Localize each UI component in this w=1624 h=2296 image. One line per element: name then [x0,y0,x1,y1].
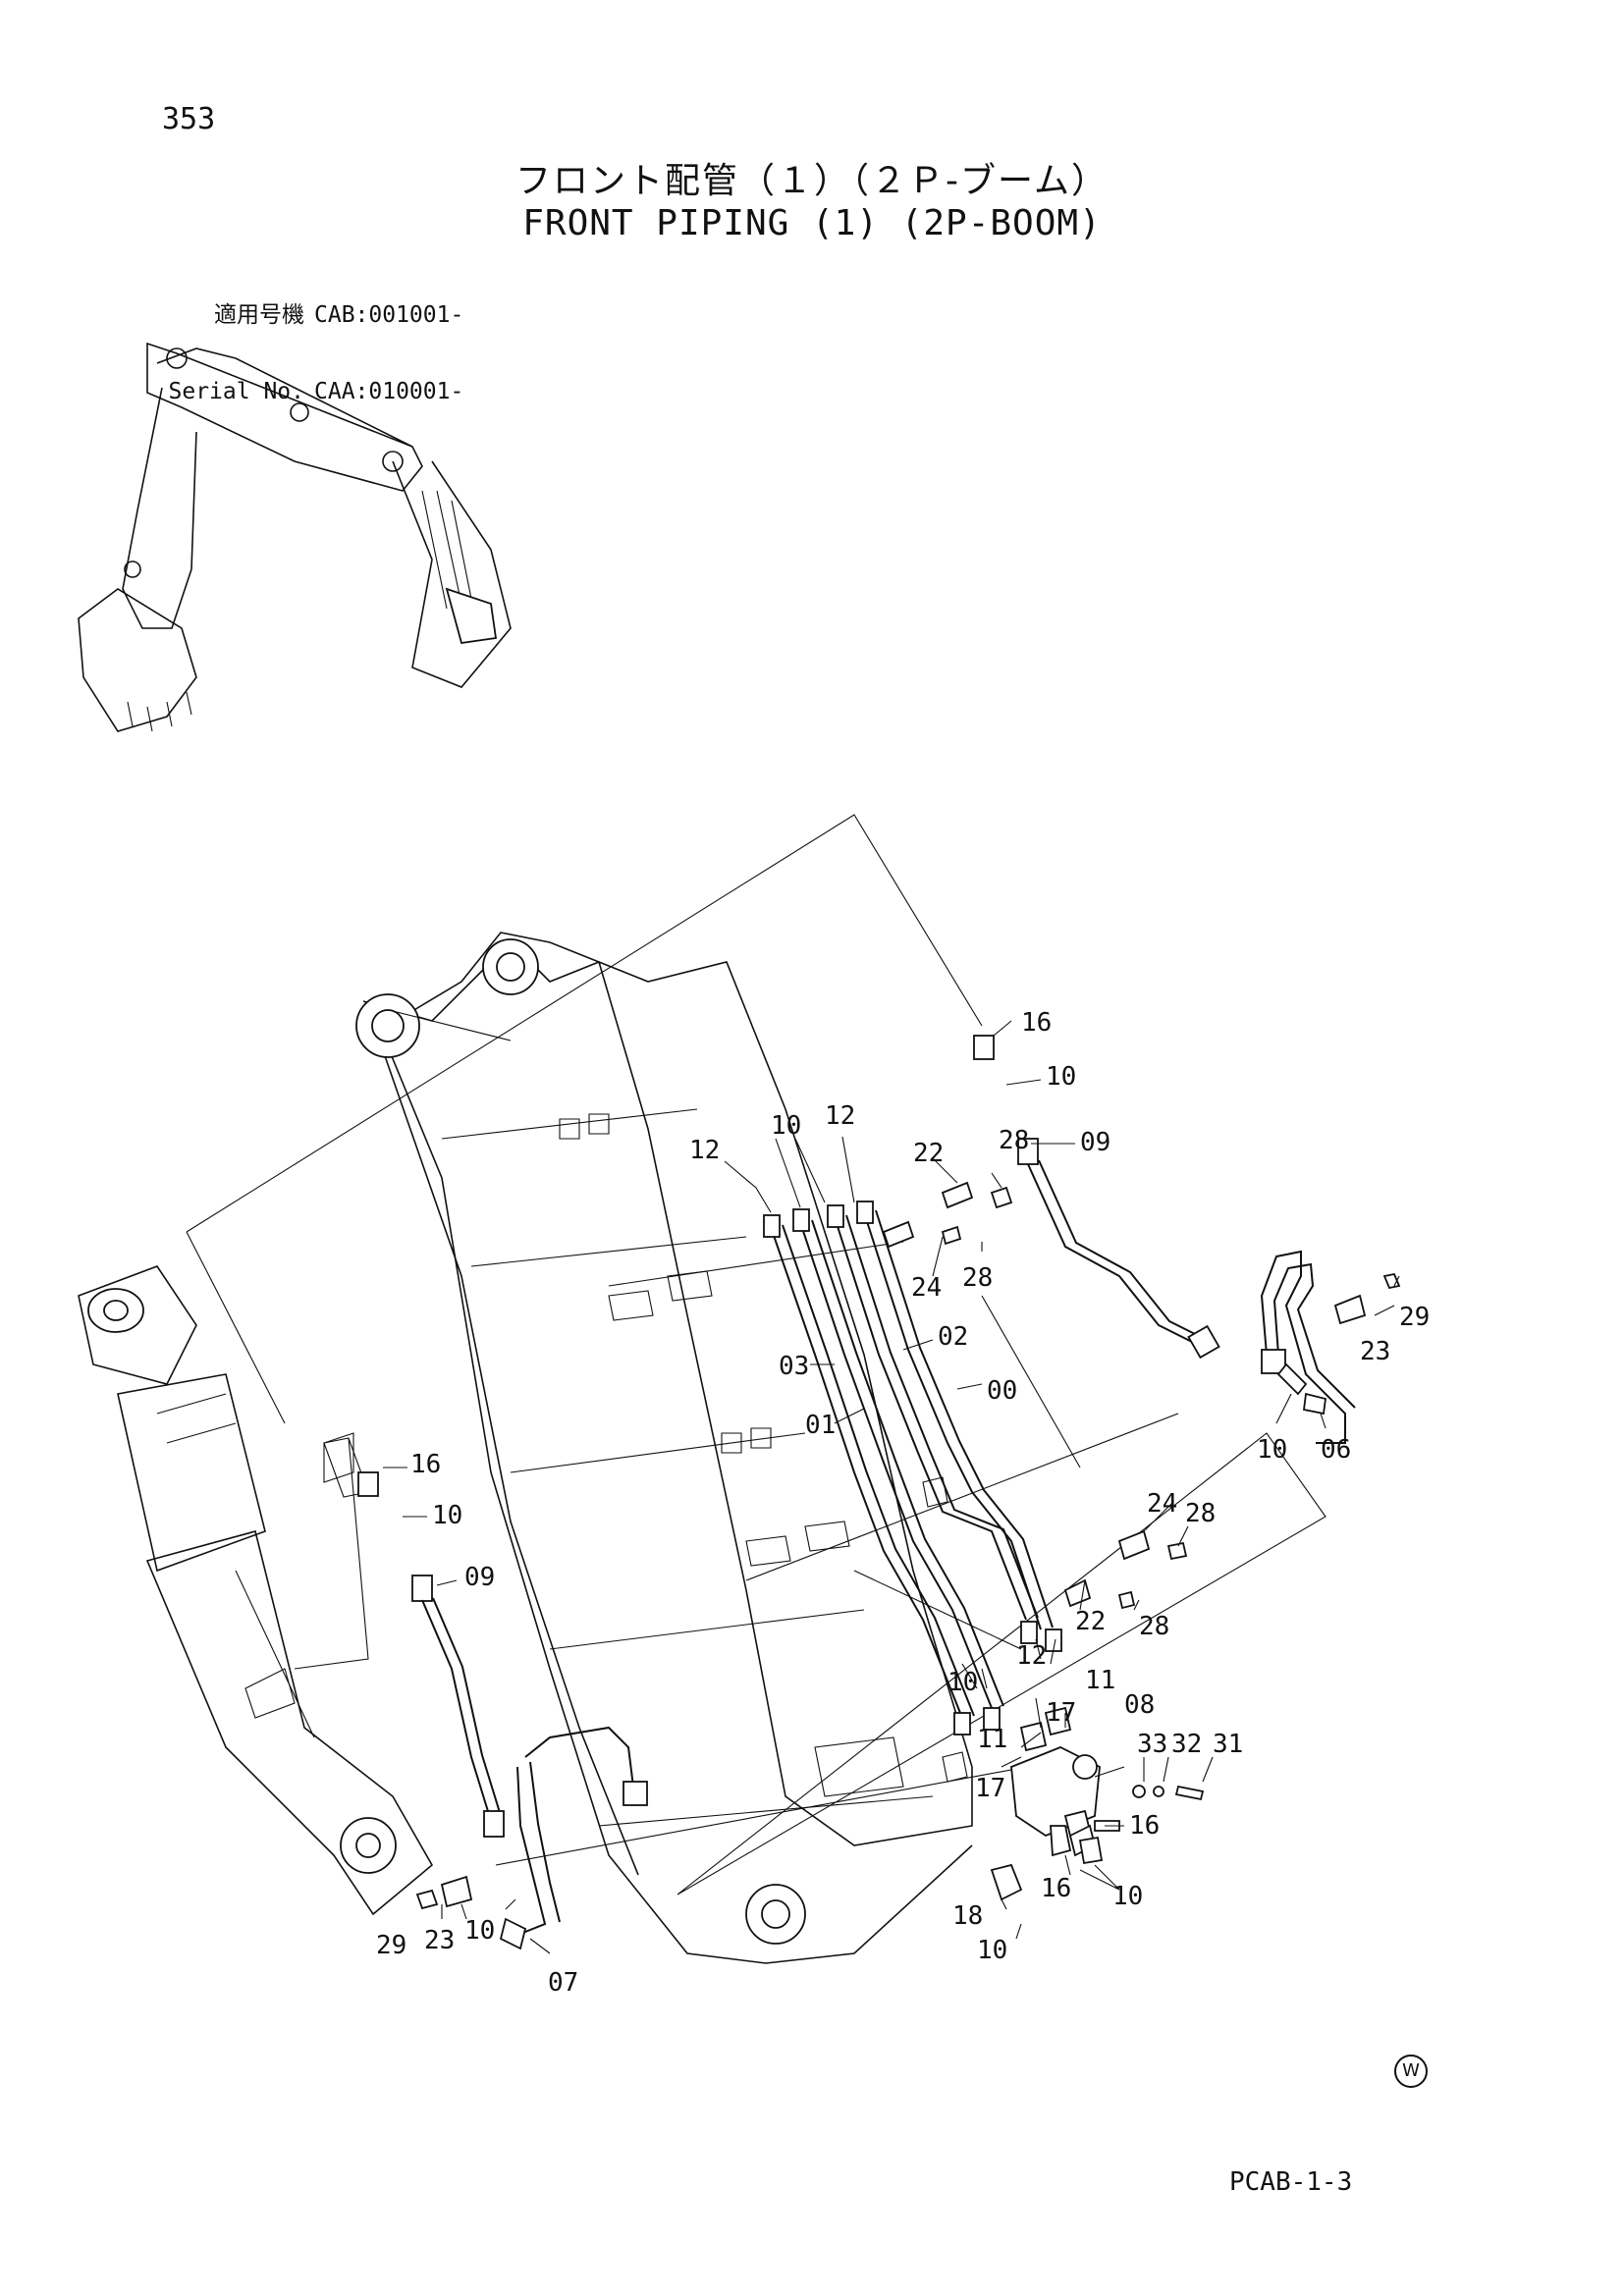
callout-12: 12 [825,1101,855,1131]
callout-16: 16 [1041,1874,1071,1903]
excavator-key-illustration [78,342,512,732]
callout-11: 11 [1085,1666,1115,1695]
applicability-value: CAB:001001- [314,302,464,328]
callout-10: 10 [947,1668,978,1697]
hose-09-right [973,1035,1356,1444]
callout-10: 10 [1046,1062,1076,1092]
callout-11: 11 [977,1725,1007,1754]
callout-29: 29 [1399,1303,1430,1332]
callout-10: 10 [1112,1882,1143,1911]
callout-32: 32 [1171,1730,1202,1759]
applicability-row: 適用号機 CAB:001001- [157,302,463,328]
callout-16: 16 [1129,1811,1160,1841]
applicability-block: 適用号機 CAB:001001- Serial No. CAA:010001- [157,251,464,430]
callout-01: 01 [805,1411,836,1440]
callout-28: 28 [1139,1612,1169,1641]
callout-12: 12 [1016,1641,1047,1671]
leader-lines [383,1020,1400,1954]
callout-07: 07 [548,1968,578,1998]
callout-08: 08 [1124,1690,1155,1720]
callout-10: 10 [464,1916,495,1946]
callout-28: 28 [962,1263,993,1293]
callout-17: 17 [1046,1698,1076,1728]
callout-24: 24 [1147,1489,1177,1519]
callout-29: 29 [376,1931,406,1960]
callout-22: 22 [913,1139,944,1168]
applicability-label: Serial No. [168,379,304,404]
callout-labels: 16 10 09 12 10 12 22 28 24 28 29 23 03 0… [376,1008,1430,1998]
applicability-row: Serial No. CAA:010001- [157,379,464,404]
callout-23: 23 [424,1926,455,1955]
w-circle-mark: W [1394,2055,1428,2088]
title-japanese: フロント配管（１）（２Ｐ-ブーム） [515,161,1109,201]
applicability-value: CAA:010001- [314,379,464,404]
callout-02: 02 [938,1322,968,1352]
reference-lines [186,814,1326,1896]
pipe-bundle [763,1201,1062,1735]
callout-12: 12 [689,1136,720,1165]
callout-10: 10 [771,1111,801,1141]
callout-06: 06 [1321,1435,1351,1465]
callout-09: 09 [464,1563,495,1592]
callout-10: 10 [1257,1435,1287,1465]
callout-24: 24 [911,1273,942,1303]
callout-28: 28 [1185,1499,1216,1528]
callout-10: 10 [977,1936,1007,1965]
page-number: 353 [162,102,216,136]
callout-23: 23 [1360,1337,1390,1366]
callout-16: 16 [410,1450,441,1479]
callout-00: 00 [987,1376,1017,1406]
title-english: FRONT PIPING (1) (2P-BOOM) [522,203,1102,243]
callout-16: 16 [1021,1008,1052,1038]
callout-09: 09 [1080,1128,1110,1157]
figure-code: PCAB-1-3 [1229,2167,1353,2197]
hose-09-left [294,1437,648,1950]
callout-33: 33 [1137,1730,1167,1759]
callout-28: 28 [999,1126,1029,1155]
valve-block [990,1706,1205,1901]
callout-31: 31 [1213,1730,1243,1759]
callout-22: 22 [1075,1607,1106,1636]
applicability-label: 適用号機 [214,302,304,328]
callout-03: 03 [779,1352,809,1381]
callout-17: 17 [975,1774,1005,1803]
callout-18: 18 [952,1901,983,1931]
boom-cylinder [78,1265,434,1916]
boom-body [355,932,973,1964]
callout-10: 10 [432,1501,462,1530]
